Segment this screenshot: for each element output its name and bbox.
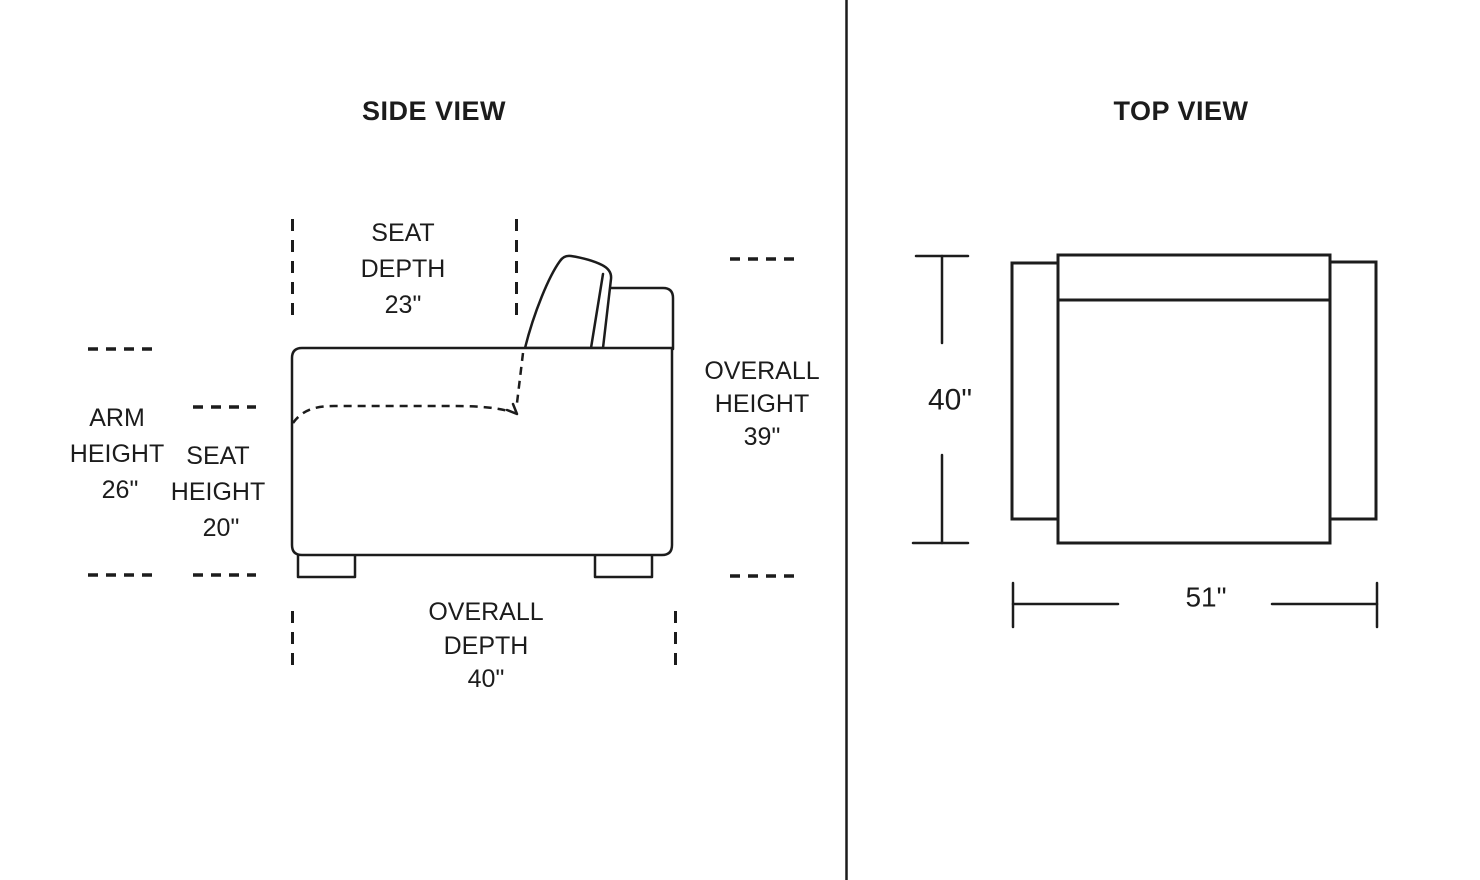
- side-view-panel: SIDE VIEW SEAT DEPTH 23" ARM HEIGHT 26" …: [70, 96, 820, 693]
- seat-height-label: SEAT HEIGHT 20": [171, 442, 265, 542]
- overall-depth-line1: OVERALL: [428, 598, 543, 626]
- seat-contour-arrowhead: [505, 402, 519, 416]
- seat-depth-label: SEAT DEPTH 23": [361, 219, 446, 319]
- top-view-depth-value: 40": [928, 384, 972, 417]
- arm-height-value: 26": [102, 476, 139, 504]
- seat-height-line2: HEIGHT: [171, 478, 265, 506]
- chair-front-foot: [296, 551, 357, 579]
- overall-height-value: 39": [744, 423, 781, 451]
- arm-height-label: ARM HEIGHT 26": [70, 404, 164, 504]
- top-view-title: TOP VIEW: [1113, 96, 1248, 126]
- overall-depth-value: 40": [468, 665, 505, 693]
- overall-depth-label: OVERALL DEPTH 40": [428, 598, 543, 693]
- overall-height-line2: HEIGHT: [715, 390, 809, 418]
- top-view-panel: TOP VIEW 40" 51": [911, 96, 1379, 629]
- top-view-left-arm: [1010, 261, 1060, 521]
- side-view-title: SIDE VIEW: [362, 96, 506, 126]
- seat-height-line1: SEAT: [186, 442, 249, 470]
- top-view-depth-dimension: 40": [911, 254, 972, 545]
- seat-depth-value: 23": [385, 291, 422, 319]
- chair-back-foot: [593, 551, 654, 579]
- top-view-right-arm: [1328, 260, 1378, 521]
- overall-height-label: OVERALL HEIGHT 39": [704, 357, 819, 451]
- top-view-width-dimension: 51": [1011, 582, 1379, 629]
- top-view-width-value: 51": [1185, 582, 1226, 613]
- seat-height-value: 20": [203, 514, 240, 542]
- overall-height-line1: OVERALL: [704, 357, 819, 385]
- chair-back-cushion: [523, 254, 613, 350]
- chair-body: [290, 346, 674, 557]
- chair-top-view-drawing: [1010, 253, 1378, 545]
- seat-contour-dashed-curve: [291, 404, 512, 424]
- seat-depth-line1: SEAT: [371, 219, 434, 247]
- overall-depth-line2: DEPTH: [444, 632, 529, 660]
- chair-side-view-drawing: [290, 254, 675, 579]
- arm-height-line1: ARM: [89, 404, 145, 432]
- top-view-seat-body: [1056, 253, 1332, 545]
- chair-armrest: [600, 286, 675, 351]
- seat-depth-line2: DEPTH: [361, 255, 446, 283]
- arm-height-line2: HEIGHT: [70, 440, 164, 468]
- chair-back-cushion-seam: [589, 272, 605, 350]
